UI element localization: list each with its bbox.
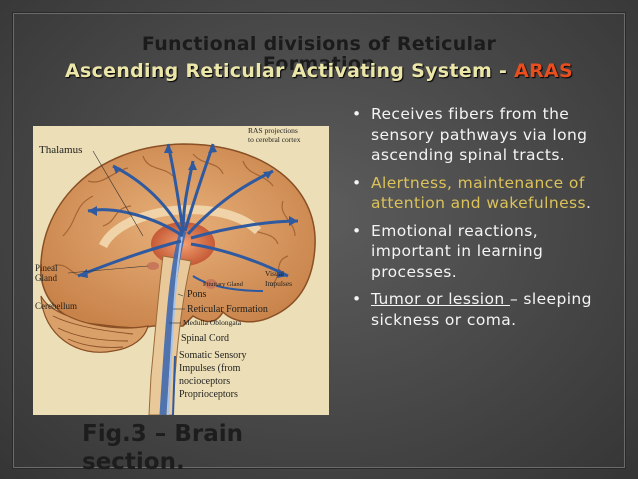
subtitle-acronym: ARAS [514,60,574,82]
bullet-list: • Receives fibers from the sensory pathw… [350,104,612,337]
bullet-icon: • [352,173,362,192]
label-visual: Visual [265,269,284,278]
label-cerebellum: Cerebellum [35,301,77,311]
bullet-text-highlight: Alertness, maintenance of attention and … [371,173,586,213]
figure-labels: Thalamus RAS projections to cerebral cor… [35,126,301,400]
pituitary-shape [205,279,217,289]
cerebellum-shape [40,295,149,353]
bullet-item: • Emotional reactions, important in lear… [350,221,612,283]
corpus-callosum [98,205,262,249]
brain-section-figure: Thalamus RAS projections to cerebral cor… [33,126,329,415]
bullet-icon: • [352,290,362,308]
slide-subtitle: Ascending Reticular Activating System - … [0,60,638,82]
label-somatic-4: Proprioceptors [179,389,238,400]
bullet-text: – sleeping sickness or coma. [371,290,592,329]
bullet-icon: • [352,221,362,240]
pineal-shape [147,262,159,270]
subtitle-main: Ascending Reticular Activating System [64,60,493,82]
label-pons: Pons [187,289,207,300]
subtitle-separator: - [492,60,515,82]
arrowheads [78,144,298,278]
bullet-text: Emotional reactions, important in learni… [371,221,544,281]
label-ras-projections: RAS projections [248,126,298,135]
label-pituitary: Pituitary Gland [203,281,244,288]
bullet-icon: • [352,105,362,123]
bullet-item: • Tumor or lession – sleeping sickness o… [350,289,612,330]
bullet-underlined-text: Tumor or lession [371,290,510,308]
brain-illustration: Thalamus RAS projections to cerebral cor… [35,126,316,415]
label-somatic-1: Somatic Sensory [179,350,247,361]
reticular-highlight [167,230,184,415]
label-impulses: Impulses [265,279,292,288]
label-medulla: Medulla Oblongata [183,318,242,327]
bullet-suffix: . [585,194,592,212]
cerebellum-folia [52,315,134,348]
bullet-text: Receives fibers from the sensory pathway… [371,105,588,164]
caption-line-2: section. [82,449,185,475]
label-ras-cortex: to cerebral cortex [248,135,301,144]
label-spinal-cord: Spinal Cord [181,333,229,344]
title-line-1: Functional divisions of Reticular [141,33,497,55]
figure-caption: Fig.3 – Brain section. [82,420,282,476]
label-somatic-3: nocioceptors [179,376,230,387]
title-line-2: Formation [262,53,376,75]
bullet-item: • Receives fibers from the sensory pathw… [350,104,612,166]
label-somatic-2: Impulses (from [179,363,241,374]
caption-line-1: Fig.3 – Brain [82,421,243,447]
leader-lines [67,150,185,324]
sensory-input-arrows [172,275,264,415]
label-pineal: Pineal [35,263,58,273]
label-reticular-formation: Reticular Formation [187,304,268,315]
slide-frame [12,12,626,469]
bullet-item-highlighted: • Alertness, maintenance of attention an… [350,173,612,214]
label-gland: Gland [35,273,57,283]
label-thalamus: Thalamus [39,144,82,156]
